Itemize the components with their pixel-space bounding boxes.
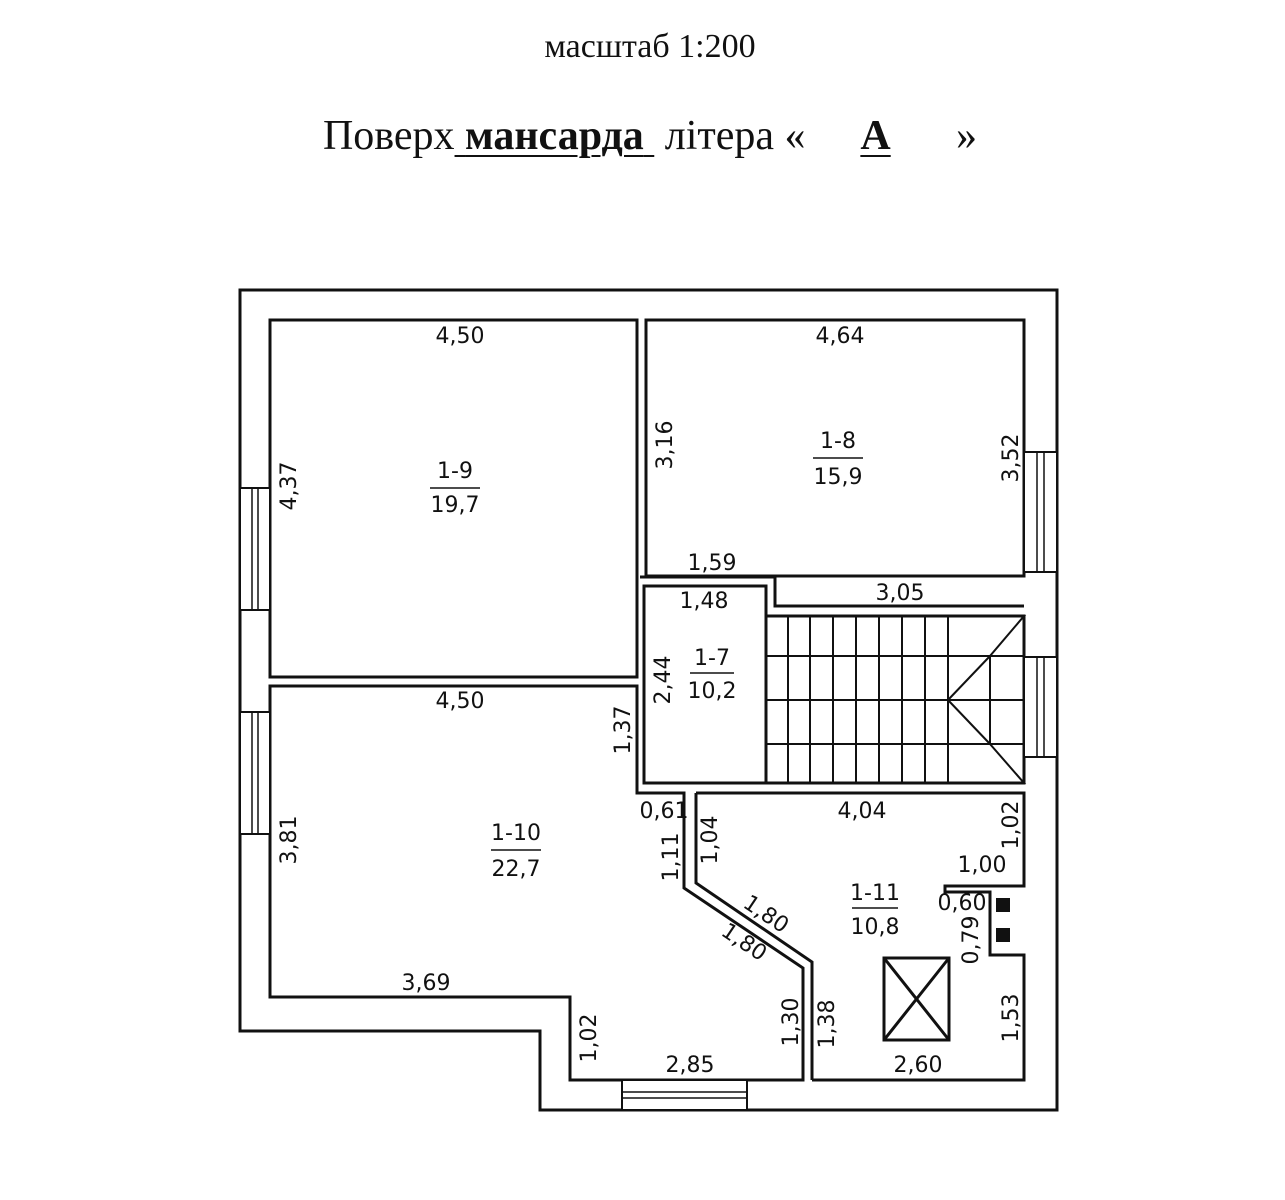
wall-1-7-top [640,575,1024,608]
room-label-1-11: 1-11 10,8 [850,881,900,940]
dim-r11-niche-v: 0,79 [959,916,984,965]
room-1-8-outline [644,318,1026,578]
floor-name: мансарда [465,113,644,159]
floor-heading: Поверх мансарда літера « А » [0,112,1285,160]
dim-r10-side-small: 1,37 [611,706,636,755]
shaft-outline [882,956,951,1042]
dim-r10-bottom: 2,85 [666,1053,715,1078]
room-1-10-outline [268,684,805,1082]
stair-treads [766,615,1027,784]
dim-r10-diag-v2: 1,04 [698,816,723,865]
room-label-1-8: 1-8 15,9 [813,429,863,490]
letter-suffix: » [956,113,978,159]
svg-text:1-8: 1-8 [820,429,856,454]
svg-text:10,2: 10,2 [688,679,737,704]
dim-r10-top: 4,50 [436,689,485,714]
vent-2 [996,928,1010,942]
dim-r10-diag-v1: 1,11 [659,833,684,882]
svg-text:22,7: 22,7 [492,857,541,882]
dim-r7-height: 2,44 [651,656,676,705]
room-label-1-10: 1-10 22,7 [491,821,541,882]
wall-diagonal-outer [694,793,814,1080]
dim-r8-top: 4,64 [816,324,865,349]
vent-1 [996,898,1010,912]
svg-text:1-11: 1-11 [850,881,900,906]
window-bottom [621,1079,748,1111]
dim-r10-step: 1,02 [577,1014,602,1063]
svg-text:1-9: 1-9 [437,459,473,484]
shaft-cross [882,957,951,1041]
window-1-10 [239,711,271,835]
dim-r11-right-top: 1,02 [999,801,1024,850]
dim-r7-top-outer: 1,59 [688,551,737,576]
window-1-9 [239,487,271,611]
window-1-8 [1023,451,1058,573]
dim-r11-right-low: 1,53 [999,994,1024,1043]
letter-prefix: літера « [664,113,806,159]
dim-r10-right-low: 1,30 [779,998,804,1047]
dim-r8-left: 3,16 [653,421,678,470]
dim-r10-left: 3,81 [277,816,302,865]
scale-label: масштаб 1:200 [544,28,756,65]
dim-r11-top: 4,04 [838,799,887,824]
svg-text:1-10: 1-10 [491,821,541,846]
building-letter: А [860,113,891,159]
dim-stair-top: 3,05 [876,581,925,606]
dim-r9-side: 4,37 [277,462,302,511]
dim-r8-right: 3,52 [999,434,1024,483]
window-stair [1023,656,1058,758]
room-label-1-9: 1-9 19,7 [430,459,480,518]
svg-text:10,8: 10,8 [851,915,900,940]
outer-wall [238,288,1059,1112]
svg-text:15,9: 15,9 [814,465,863,490]
dim-r10-bottom-left: 3,69 [402,971,451,996]
dim-r11-left-low: 1,38 [815,1000,840,1049]
dim-r9-top: 4,50 [436,324,485,349]
dim-r7-top-inner: 1,48 [680,589,729,614]
dim-r11-niche-w: 1,00 [958,853,1007,878]
room-label-1-7: 1-7 10,2 [688,646,737,704]
svg-text:1-7: 1-7 [694,646,730,671]
room-1-11-outline [696,791,1026,1082]
dim-r11-bottom: 2,60 [894,1053,943,1078]
floor-prefix: Поверх [322,113,455,159]
dim-r10-inner: 0,61 [640,799,689,824]
dim-r11-niche-h: 0,60 [938,891,987,916]
svg-text:19,7: 19,7 [431,493,480,518]
